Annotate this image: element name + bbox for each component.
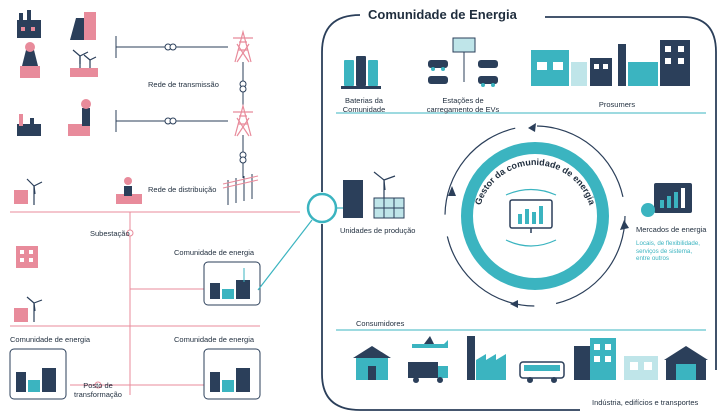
- wind-turbine-icon: [14, 296, 43, 322]
- substation-label: Subestação: [90, 229, 130, 238]
- building-icon: [16, 246, 38, 268]
- transformer-icon: [164, 43, 247, 164]
- page-title: Comunidade de Energia: [368, 7, 517, 22]
- community-box-left: [9, 348, 67, 400]
- markets-note-line-1: Locais, de flexibilidade,: [636, 240, 700, 247]
- distribution-label: Rede de distribuição: [148, 185, 217, 194]
- markets-note-line-3: entre outros: [636, 255, 670, 263]
- school-icon: [353, 346, 391, 380]
- wind-turbine-icon: [70, 49, 98, 77]
- markets-note-line-2: serviços de sistema,: [636, 247, 693, 255]
- solar-panel-icon: [343, 180, 405, 219]
- power-plant-icon: [70, 12, 96, 40]
- building-icon: [624, 356, 658, 380]
- transformer-label-1: Posto de: [83, 381, 113, 390]
- transformer-label-2: transformação: [74, 390, 122, 399]
- pylon-icon: [233, 29, 253, 137]
- airplane-icon: [412, 336, 448, 348]
- factory-icon: [116, 177, 142, 204]
- ev-label-1: Estações de: [442, 96, 484, 105]
- community-label-left: Comunidade de energia: [10, 335, 91, 344]
- ev-label-2: carregamento de EVs: [426, 105, 500, 114]
- car-icon: [428, 60, 498, 87]
- wind-turbine-icon: [14, 178, 43, 205]
- industry-label: Indústria, edifícios e transportes: [592, 398, 699, 407]
- production-label: Unidades de produção: [340, 226, 416, 235]
- zoom-connector: [257, 192, 348, 291]
- factory-icon: [17, 114, 41, 136]
- distribution-poles: [222, 174, 259, 205]
- factory-icon: [68, 99, 91, 136]
- markets-note: Locais, de flexibilidade, serviços de si…: [636, 240, 700, 263]
- community-box-top: [203, 261, 261, 306]
- warehouse-icon: [664, 346, 708, 380]
- manager-label: Gestor da comunidade de energia: [473, 157, 598, 207]
- batteries-label-1: Baterias da: [345, 96, 383, 105]
- transmission-label: Rede de transmissão: [148, 80, 219, 89]
- bus-icon: [519, 361, 565, 383]
- prosumer-buildings: [531, 40, 690, 86]
- community-box-bottom: [203, 348, 261, 400]
- factory-icon: [467, 336, 506, 380]
- factory-icon: [17, 10, 41, 38]
- power-plant-icon: [20, 42, 40, 78]
- prosumers-label: Prosumers: [598, 100, 636, 109]
- consumers-label: Consumidores: [356, 319, 405, 328]
- community-label-top: Comunidade de energia: [174, 248, 255, 257]
- truck-icon: [408, 362, 448, 383]
- wind-turbine-icon: [373, 171, 396, 198]
- monitor-chart-icon: [505, 188, 557, 247]
- markets-label: Mercados de energia: [636, 225, 707, 234]
- distribution-network: [10, 211, 300, 395]
- ev-charger-icon: [452, 37, 476, 82]
- batteries-label-2: Comunidade: [342, 105, 386, 114]
- markets-icon: [641, 183, 692, 217]
- battery-icon: [341, 56, 381, 89]
- substation-icon: [94, 229, 134, 389]
- building-icon: [574, 338, 616, 380]
- community-panel-frame: [321, 14, 717, 411]
- community-label-bottom: Comunidade de energia: [174, 335, 255, 344]
